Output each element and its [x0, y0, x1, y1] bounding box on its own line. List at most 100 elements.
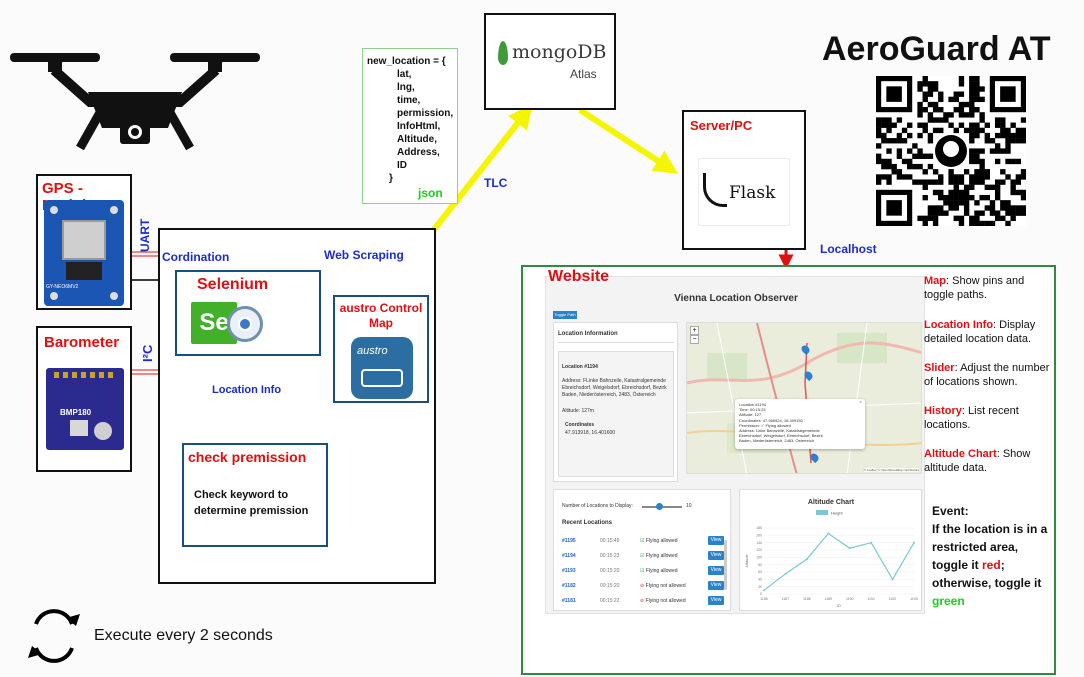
row-id[interactable]: #1182 [562, 583, 576, 589]
annotation-text: : Adjust the number of locations shown. [924, 362, 1050, 388]
row-id[interactable]: #1193 [562, 568, 576, 574]
event-green-word: green [932, 594, 965, 608]
row-status-text: Flying not allowed [645, 583, 686, 589]
map-popup-line: Ebreichsdorf, Weigelsdorf, Ebreichsdorf,… [739, 433, 823, 439]
view-button[interactable]: View [708, 536, 724, 545]
json-label: json [418, 186, 443, 200]
zoom-out-button[interactable]: − [690, 335, 699, 344]
austro-control-label: austro Control Map [339, 301, 423, 330]
uart-label: UART [138, 218, 152, 252]
location-info-label: Location Info [212, 384, 282, 396]
view-button[interactable]: View [708, 551, 724, 560]
map-popup-line: Time: 00:15:23 [739, 407, 766, 413]
flask-name: Flask [729, 183, 776, 203]
x-tick-label: 1190 [846, 597, 854, 601]
data-point [913, 541, 915, 544]
chrome-icon [227, 306, 263, 342]
check-permission-desc: Check keyword to determine premission [194, 489, 309, 517]
mongodb-leaf-icon [498, 41, 508, 65]
check-icon: ☑ [640, 553, 645, 559]
tlc-label: TLC [484, 176, 508, 190]
drone-icon [10, 53, 260, 151]
view-button[interactable]: View [708, 581, 724, 590]
web-scraping-label: Web Scraping [324, 248, 404, 262]
list-scrollbar[interactable] [724, 540, 727, 590]
location-count-slider[interactable] [642, 503, 682, 510]
view-button[interactable]: View [708, 566, 724, 575]
row-status: ☑ Flying allowed [640, 538, 678, 544]
annotation-key: Location Info [924, 319, 994, 331]
y-axis-label: Altitude [744, 554, 749, 568]
map-popup-line: Baden, Niederösterreich, 2483, Österreic… [739, 438, 814, 444]
slider-value: 10 [686, 503, 692, 509]
annotation-map: Map: Show pins and toggle paths. [924, 274, 1052, 302]
row-status: ☑ Flying allowed [640, 568, 678, 574]
zoom-in-button[interactable]: + [690, 326, 699, 335]
i2c-label: I²C [140, 344, 155, 362]
tlc-arrow [429, 104, 533, 234]
row-id[interactable]: #1181 [562, 598, 576, 604]
selenium-label: Selenium [197, 276, 269, 293]
row-status-text: Flying allowed [645, 538, 678, 544]
y-tick-label: 140 [756, 541, 762, 545]
map-popup: Location #1194 Time: 00:15:23 Altitude: … [735, 399, 865, 449]
map-panel[interactable]: + − Location #1194 Time: 00:15:23 Altitu… [686, 322, 922, 474]
data-point [784, 572, 787, 575]
json-field: lng, [397, 82, 415, 93]
json-field: lat, [397, 69, 412, 80]
map-popup-line: Location #1194 [739, 402, 767, 407]
annotation-key: Altitude Chart [924, 448, 997, 460]
popup-close-icon[interactable]: × [859, 400, 862, 406]
location-info-title: Location Information [558, 331, 618, 337]
y-tick-label: 20 [758, 585, 762, 589]
map-popup-line: Coordinates: 47.966924, 16.409150 [739, 417, 803, 423]
flask-horn-icon [703, 173, 727, 207]
altitude-chart: Altitude ChartHeight02040608010012014016… [744, 499, 918, 608]
check-icon: ☑ [640, 538, 645, 544]
barometer-box: Barometer BMP180 [36, 326, 132, 472]
series-line [763, 532, 915, 591]
data-point [827, 532, 830, 535]
toggle-path-button[interactable]: Toggle Path [553, 311, 577, 319]
annotation-key: Map [924, 275, 946, 287]
row-status: ☑ Flying allowed [640, 553, 678, 559]
location-address: Address: FLinke Bahnzeile, Katastralgeme… [562, 378, 667, 398]
view-button[interactable]: View [708, 596, 724, 605]
cycle-text: Execute every 2 seconds [94, 627, 273, 644]
map-popup-line: Permission: ✓ Flying allowed [739, 422, 791, 428]
slider-label: Number of Locations to Display: [562, 503, 633, 509]
legend-label: Height [831, 511, 843, 516]
row-time: 00:15:22 [600, 598, 620, 604]
site-page-title: Vienna Location Observer [674, 293, 798, 304]
row-status: ⊘ Flying not allowed [640, 583, 686, 589]
data-point [763, 589, 765, 592]
row-time: 00:15:20 [600, 583, 620, 589]
row-id[interactable]: #1194 [562, 553, 576, 559]
annotation-history: History: List recent locations. [924, 404, 1052, 432]
event-note: Event: If the location is in a restricte… [932, 502, 1050, 610]
annotation-text: : Display detailed location data. [924, 319, 1036, 345]
event-text: ; otherwise, toggle it [932, 558, 1042, 590]
check-icon: ☑ [640, 568, 645, 574]
annotation-text: : List recent locations. [924, 405, 1019, 431]
flask-logo: Flask [698, 158, 790, 226]
row-status-text: Flying allowed [645, 568, 678, 574]
data-point [848, 547, 851, 550]
recent-locations-card: Number of Locations to Display: 10 Recen… [553, 489, 731, 611]
y-tick-label: 60 [758, 570, 762, 574]
austro-app-icon: austro [351, 337, 413, 399]
gps-module-box: GPS - Module GY-NEO6MV2 [36, 174, 132, 310]
y-tick-label: 100 [756, 556, 762, 560]
map-popup-line: Altitude: 127 [739, 412, 762, 418]
x-tick-label: 1189 [825, 597, 833, 601]
x-axis-label: ID [837, 603, 841, 608]
y-tick-label: 40 [758, 578, 762, 582]
data-point [870, 541, 873, 544]
row-id[interactable]: #1195 [562, 538, 576, 544]
row-status: ⊘ Flying not allowed [640, 598, 686, 604]
qr-code[interactable] [876, 76, 1026, 226]
recent-locations-title: Recent Locations [562, 520, 613, 526]
x-tick-label: 1193 [910, 597, 918, 601]
json-header: new_location = { [367, 56, 446, 67]
x-tick-label: 1186 [760, 597, 768, 601]
